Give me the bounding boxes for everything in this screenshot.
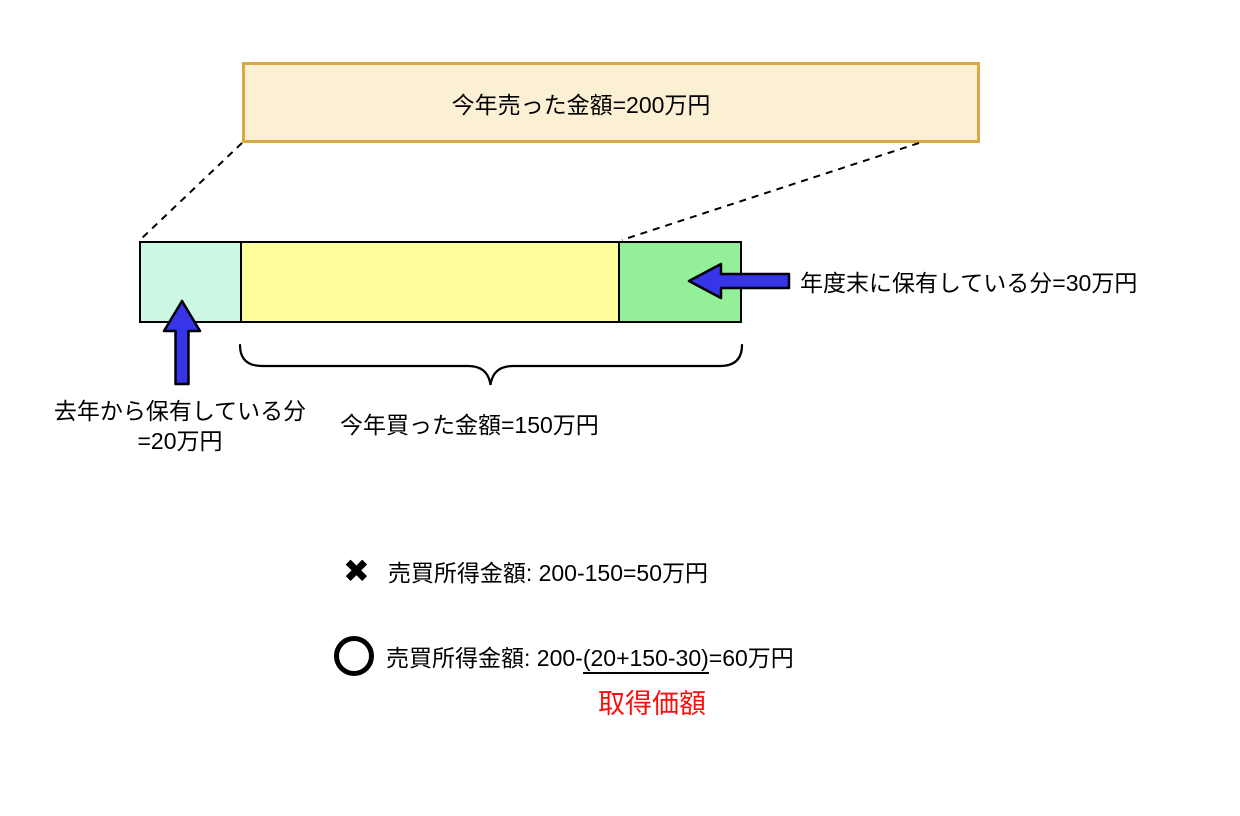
correct-formula-prefix: 売買所得金額: 200- bbox=[386, 645, 583, 671]
correct-formula-row: 売買所得金額: 200-(20+150-30)=60万円 bbox=[334, 634, 794, 678]
correct-formula-underlined: (20+150-30) bbox=[582, 645, 709, 674]
sold-amount-label: 今年売った金額=200万円 bbox=[451, 91, 711, 118]
last-year-holding-label-line2: =20万円 bbox=[137, 428, 223, 454]
correct-formula-text: 売買所得金額: 200-(20+150-30)=60万円 bbox=[386, 639, 794, 674]
segment-held-from-last-year bbox=[141, 243, 242, 321]
correct-formula-suffix: =60万円 bbox=[708, 645, 794, 671]
segment-held-at-year-end bbox=[620, 243, 740, 321]
curly-brace bbox=[238, 343, 744, 386]
year-end-holding-label: 年度末に保有している分=30万円 bbox=[800, 270, 1138, 296]
wrong-formula-text: 売買所得金額: 200-150=50万円 bbox=[387, 560, 709, 586]
wrong-formula-row: ✖ 売買所得金額: 200-150=50万円 bbox=[343, 553, 708, 589]
last-year-holding-label-line1: 去年から保有している分 bbox=[53, 398, 307, 424]
dashed-connector-left bbox=[140, 142, 243, 240]
cross-mark-icon: ✖ bbox=[343, 553, 370, 589]
bought-amount-label: 今年買った金額=150万円 bbox=[340, 412, 599, 438]
dashed-connector-right bbox=[621, 142, 920, 241]
holdings-bar bbox=[139, 241, 742, 323]
segment-bought-and-sold-this-year bbox=[242, 243, 620, 321]
circle-mark-icon bbox=[334, 636, 374, 676]
sold-amount-box: 今年売った金額=200万円 bbox=[242, 62, 980, 143]
acquisition-cost-annotation: 取得価額 bbox=[598, 689, 706, 719]
last-year-holding-label: 去年から保有している分 =20万円 bbox=[30, 396, 330, 456]
